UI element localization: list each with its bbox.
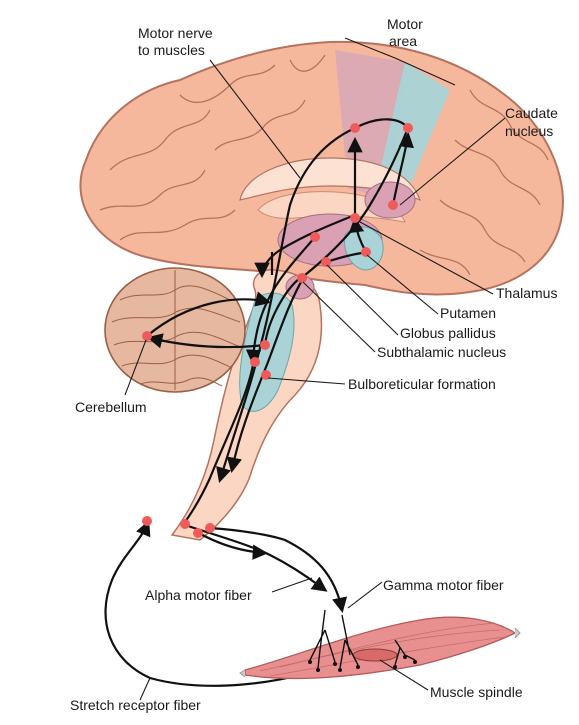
label-motor-area-1: Motor — [387, 16, 423, 32]
nerve-endings — [309, 609, 416, 669]
label-thalamus: Thalamus — [496, 285, 557, 301]
leader-lines — [124, 37, 506, 701]
muscle-tendon-right — [514, 627, 521, 639]
label-alpha: Alpha motor fiber — [145, 587, 252, 603]
cerebellum-folia — [111, 270, 241, 390]
label-globus-pallidus: Globus pallidus — [400, 325, 496, 341]
cortex-gyri — [99, 54, 549, 276]
ending-dots — [308, 655, 417, 672]
corpus-callosum — [239, 157, 422, 202]
label-motor-area-2: area — [389, 33, 417, 49]
pathway-nodes — [142, 123, 413, 538]
bulboreticular-shape — [239, 292, 295, 412]
label-cerebellum: Cerebellum — [75, 399, 147, 415]
muscle — [244, 616, 517, 680]
muscle-spindle-shape — [352, 648, 398, 662]
label-stretch: Stretch receptor fiber — [70, 697, 201, 713]
label-putamen: Putamen — [440, 305, 496, 321]
label-caudate-1: Caudate — [505, 105, 558, 121]
label-gamma: Gamma motor fiber — [383, 577, 504, 593]
label-spindle: Muscle spindle — [430, 684, 523, 700]
muscle-tendon-left — [239, 669, 246, 678]
label-caudate-2: nucleus — [505, 123, 553, 139]
spinal-loop — [104, 520, 353, 687]
label-bulboreticular: Bulboreticular formation — [348, 376, 496, 392]
label-motor-nerve-1: Motor nerve — [138, 25, 213, 41]
label-motor-nerve-2: to muscles — [138, 42, 205, 58]
label-subthalamic: Subthalamic nucleus — [377, 344, 506, 360]
